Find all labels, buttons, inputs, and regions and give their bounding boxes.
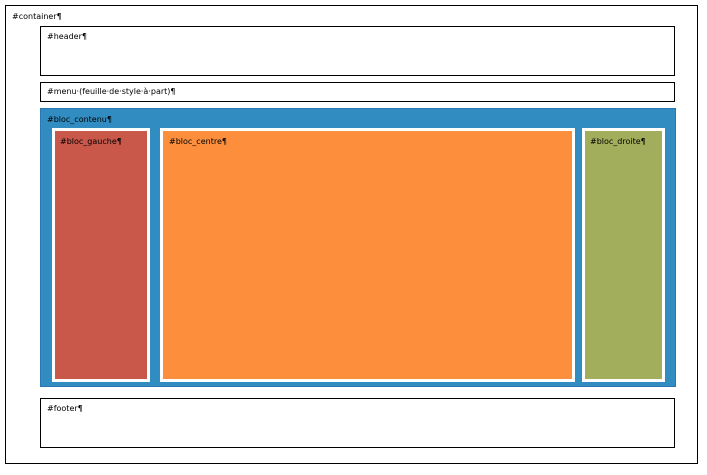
bloc-centre-label: #bloc_centre¶ bbox=[169, 137, 227, 146]
bloc-contenu-label: #bloc_contenu¶ bbox=[47, 115, 112, 124]
footer-block: #footer¶ bbox=[40, 398, 675, 448]
menu-block: #menu·(feuille·de·style·à·part)¶ bbox=[40, 82, 675, 102]
bloc-gauche-label: #bloc_gauche¶ bbox=[60, 137, 122, 146]
menu-label: #menu·(feuille·de·style·à·part)¶ bbox=[47, 87, 176, 96]
bloc-gauche-block: #bloc_gauche¶ bbox=[52, 128, 150, 382]
bloc-droite-block: #bloc_droite¶ bbox=[582, 128, 665, 382]
header-block: #header¶ bbox=[40, 26, 675, 76]
container-label: #container¶ bbox=[12, 12, 62, 21]
bloc-centre-block: #bloc_centre¶ bbox=[160, 128, 575, 382]
header-label: #header¶ bbox=[47, 32, 87, 41]
footer-label: #footer¶ bbox=[47, 404, 83, 413]
bloc-droite-label: #bloc_droite¶ bbox=[590, 137, 646, 146]
